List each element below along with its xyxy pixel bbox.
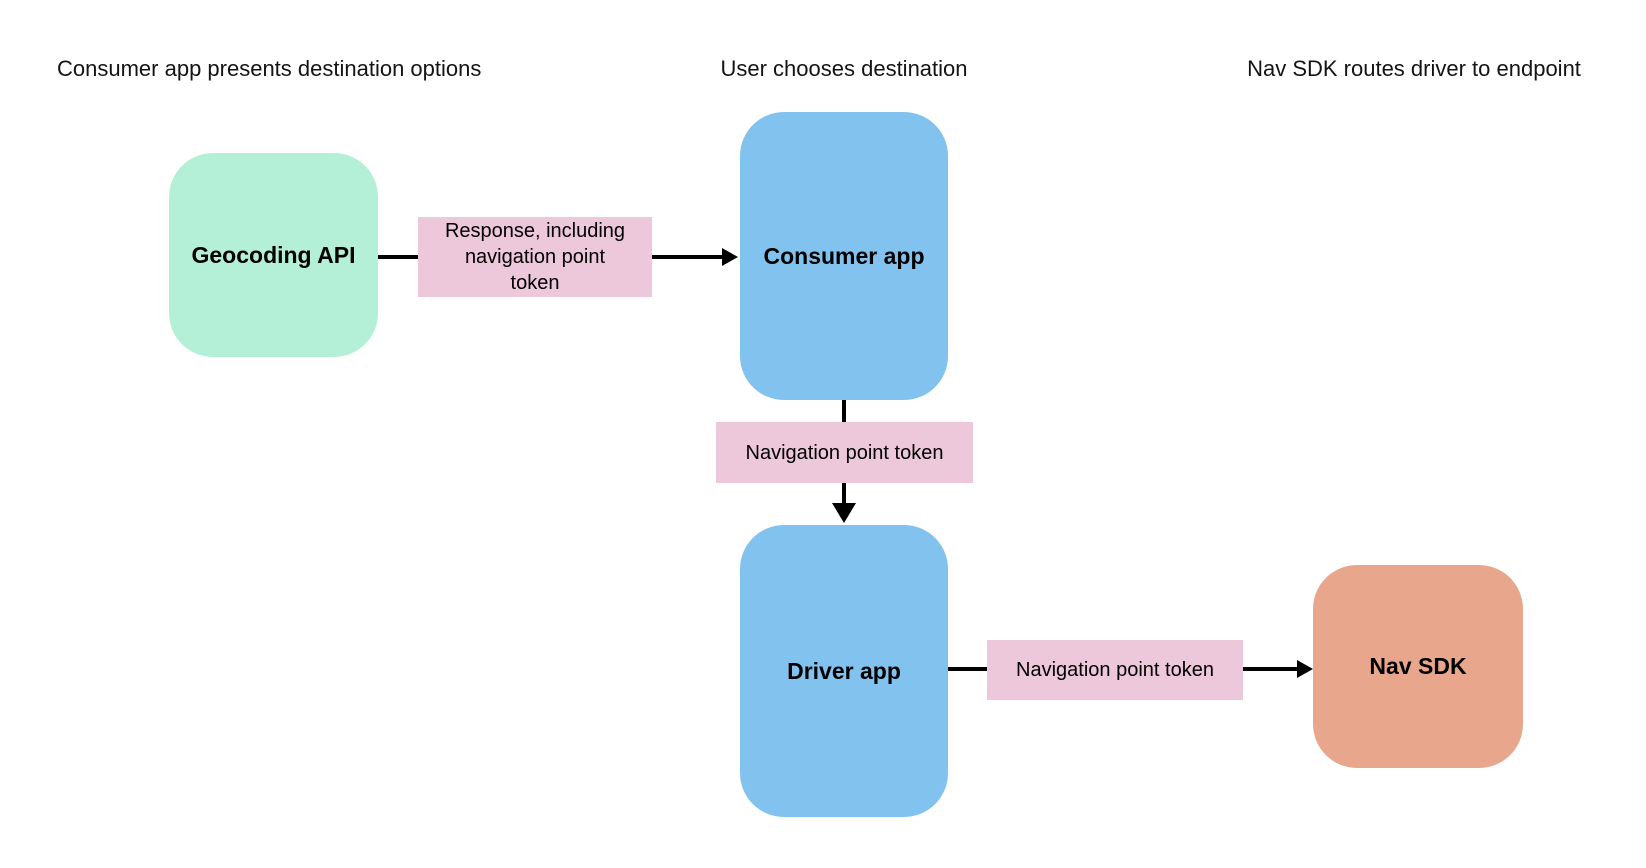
- edge-label-response-token: Response, including navigation point tok…: [418, 217, 652, 297]
- node-nav-sdk: Nav SDK: [1313, 565, 1523, 768]
- column-header-user-chooses: User chooses destination: [720, 56, 968, 81]
- edge-label-navigation-point-token-1: Navigation point token: [716, 422, 973, 483]
- node-label-nav-sdk: Nav SDK: [1369, 653, 1467, 679]
- column-header-consumer-presents: Consumer app presents destination option…: [57, 56, 482, 81]
- edge-label-text: Navigation point token: [745, 441, 944, 464]
- node-label-driver-app: Driver app: [787, 657, 901, 684]
- arrowhead-right-icon: [722, 248, 738, 266]
- node-geocoding-api: Geocoding API: [169, 153, 378, 357]
- column-header-navsdk-routes: Nav SDK routes driver to endpoint: [1247, 56, 1581, 81]
- node-driver-app: Driver app: [740, 525, 948, 817]
- node-consumer-app: Consumer app: [740, 112, 948, 400]
- arrowhead-down-icon: [832, 503, 856, 523]
- arrowhead-right-icon: [1297, 660, 1313, 678]
- node-label-consumer-app: Consumer app: [763, 242, 925, 269]
- node-label-geocoding-api: Geocoding API: [191, 241, 356, 268]
- edge-label-text: Navigation point token: [1016, 659, 1214, 681]
- edge-label-navigation-point-token-2: Navigation point token: [987, 640, 1243, 700]
- edge-label-text: Response, including navigation point tok…: [444, 220, 626, 294]
